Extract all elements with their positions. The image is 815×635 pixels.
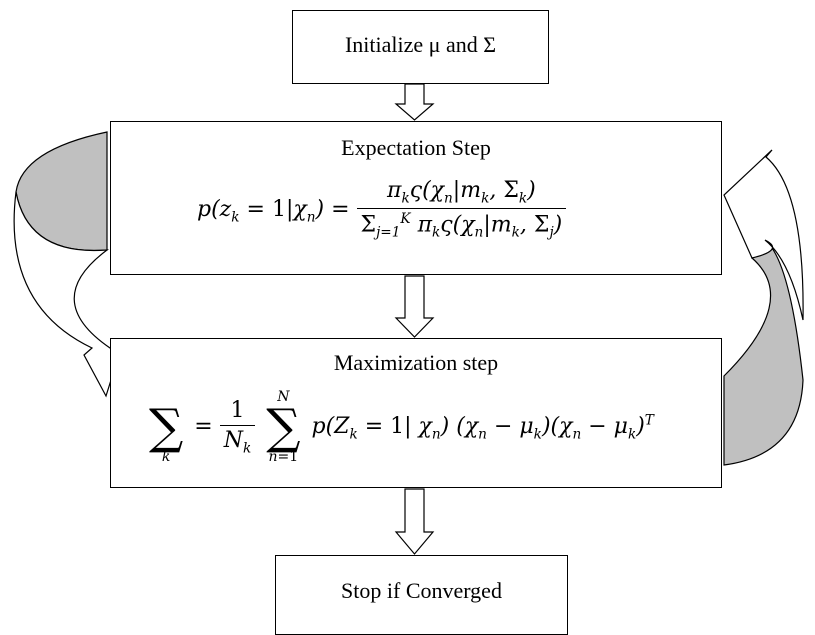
sum-over-n: N ∑ n=1 [266, 389, 301, 465]
expectation-fraction: πkς(χn|mk, Σk) Σj=1K πkς(χn|mk, Σj) [356, 178, 567, 241]
down-arrow-expectation-to-maximization [394, 275, 435, 338]
maximization-title: Maximization step [333, 350, 499, 375]
initialize-box: Initialize μ and Σ [292, 10, 549, 84]
initialize-title: Initialize μ and Σ [344, 32, 497, 57]
expectation-equation: p(zk = 1|χn) = πkς(χn|mk, Σk) Σj=1K πkς(… [197, 178, 567, 241]
down-arrow-init-to-expectation [394, 83, 435, 121]
stop-box: Stop if Converged [275, 555, 568, 635]
left-loop-arrow [13, 191, 123, 398]
expectation-box: Expectation Step p(zk = 1|χn) = πkς(χn|m… [110, 121, 722, 275]
maximization-box: Maximization step ∑ k = 1 Nk N ∑ n=1 p(Z… [110, 338, 722, 488]
maximization-equation: ∑ k = 1 Nk N ∑ n=1 p(Zk = 1| χn) (χn − μ… [149, 389, 654, 465]
sum-over-k: ∑ k [149, 399, 184, 465]
expectation-title: Expectation Step [341, 135, 491, 160]
right-loop-arrow [723, 149, 804, 321]
flow-arrows [13, 83, 804, 555]
down-arrow-maximization-to-stop [394, 488, 435, 555]
stop-title: Stop if Converged [341, 578, 502, 603]
maximization-fraction: 1 Nk [219, 398, 256, 456]
right-loop-arrow-shade [723, 239, 804, 466]
